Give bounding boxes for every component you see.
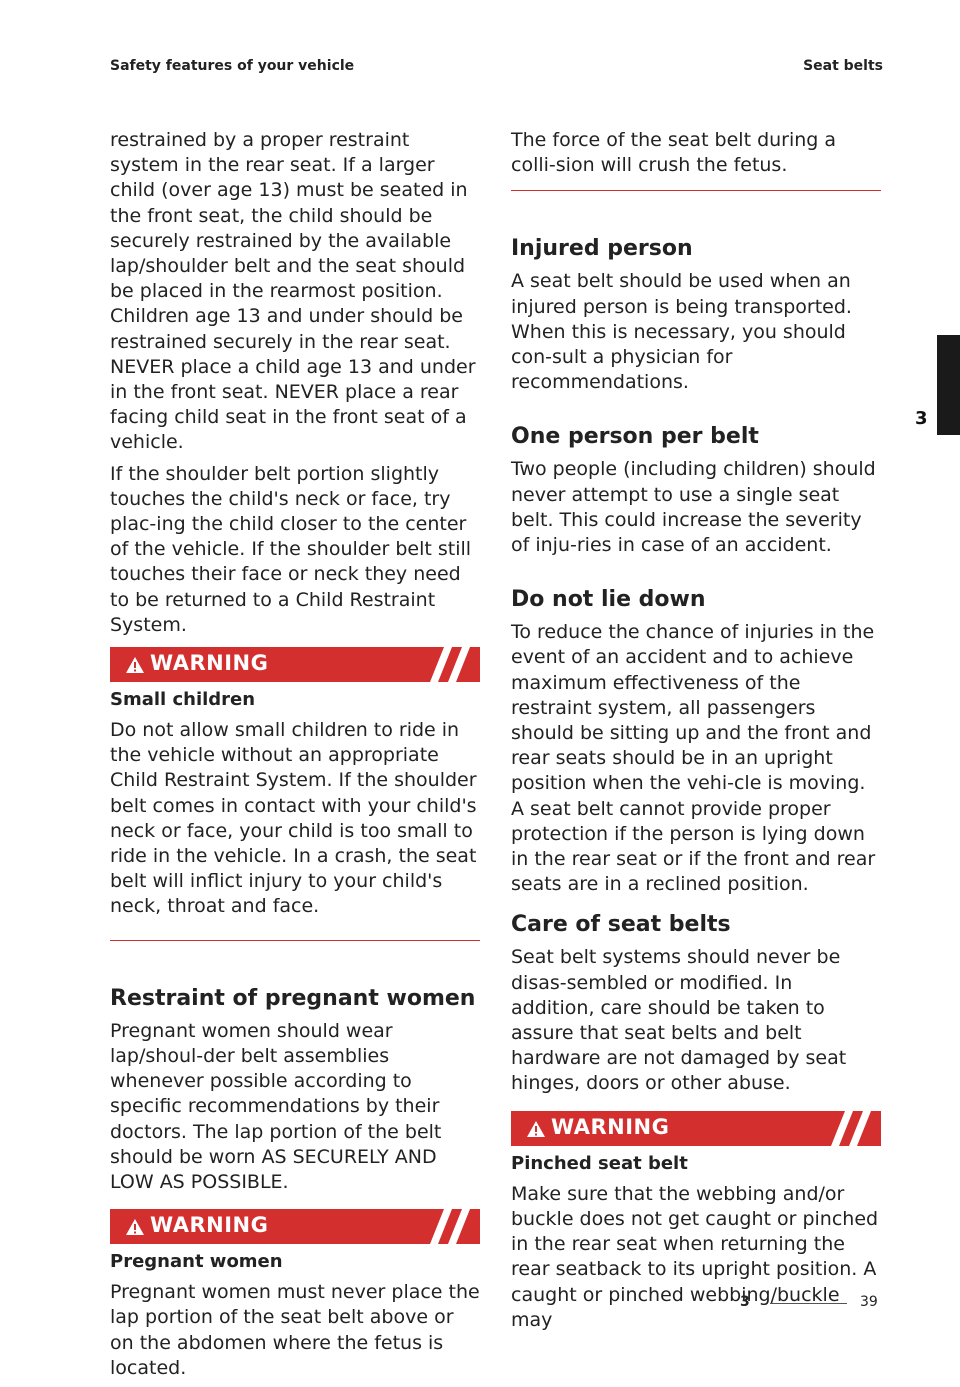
warning-label: WARNING <box>150 1213 269 1238</box>
injured-paragraph: A seat belt should be used when an injur… <box>511 270 852 394</box>
running-header-section: Safety features of your vehicle <box>110 58 355 74</box>
section-heading-pregnant: Restraint of pregnant women <box>110 985 476 1011</box>
warning-label: WARNING <box>551 1114 670 1139</box>
section-heading-lie-down: Do not lie down <box>511 587 706 613</box>
warning-title: Pregnant women <box>110 1251 283 1273</box>
warning-slashes-icon <box>831 1110 871 1146</box>
footer-chapter-number: 3 <box>740 1294 750 1310</box>
running-header-topic: Seat belts <box>803 58 883 74</box>
pregnant-paragraph: Pregnant women should wear lap/shoul-der… <box>110 1019 442 1193</box>
warning-label: WARNING <box>150 651 269 676</box>
left-column: restrained by a proper restraint system … <box>110 128 480 1387</box>
section-divider <box>110 939 480 941</box>
warning-text: Do not allow small children to ride in t… <box>110 719 477 918</box>
warning-slashes-icon <box>430 1209 470 1245</box>
warning-title: Pinched seat belt <box>511 1152 688 1174</box>
warning-title: Small children <box>110 689 256 711</box>
footer-divider <box>770 1303 847 1304</box>
warning-banner: WARNING <box>110 647 480 683</box>
one-person-paragraph: Two people (including children) should n… <box>511 458 876 557</box>
section-heading-injured: Injured person <box>511 236 693 262</box>
lie-down-paragraph: To reduce the chance of injuries in the … <box>511 621 876 896</box>
warning-icon <box>126 1219 144 1236</box>
section-divider <box>511 190 881 192</box>
care-paragraph: Seat belt systems should never be disas-… <box>511 946 847 1095</box>
warning-banner: WARNING <box>511 1110 881 1146</box>
warning-text: Make sure that the webbing and/or buckle… <box>511 1182 879 1331</box>
warning-slashes-icon <box>430 647 470 683</box>
warning-icon <box>527 1120 545 1137</box>
right-column: The force of the seat belt during a coll… <box>511 128 881 1339</box>
chapter-tab-number: 3 <box>915 408 928 429</box>
warning-icon <box>126 657 144 674</box>
chapter-tab <box>937 335 960 435</box>
intro-paragraph: restrained by a proper restraint system … <box>110 129 476 454</box>
page-number: 39 <box>860 1294 878 1310</box>
warning-text: Pregnant women must never place the lap … <box>110 1281 480 1379</box>
warning-banner: WARNING <box>110 1209 480 1245</box>
continued-paragraph: The force of the seat belt during a coll… <box>511 129 837 177</box>
section-heading-one-person: One person per belt <box>511 424 759 450</box>
section-heading-care: Care of seat belts <box>511 912 731 938</box>
shoulder-belt-paragraph: If the shoulder belt portion slightly to… <box>110 462 472 636</box>
